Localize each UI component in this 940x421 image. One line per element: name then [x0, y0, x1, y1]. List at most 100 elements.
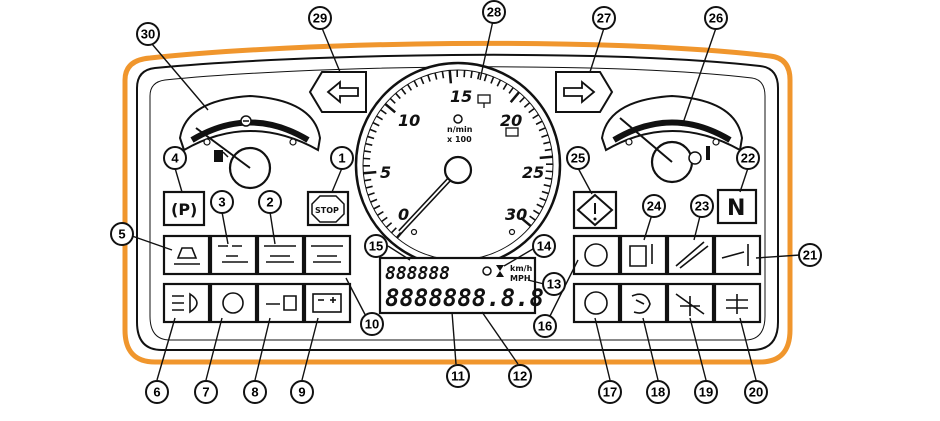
tach-tick	[380, 109, 387, 115]
tach-tick	[385, 222, 393, 228]
tach-tick	[395, 92, 401, 100]
tach-tick	[376, 115, 383, 121]
callout-circle-8	[243, 380, 267, 404]
callout-circle-17	[598, 380, 622, 404]
battery-icon	[312, 293, 342, 313]
tach-tick	[544, 177, 553, 180]
callout-number-8: 8	[251, 385, 258, 400]
callout-number-1: 1	[338, 151, 345, 166]
tach-tick	[509, 91, 521, 103]
callout-number-23: 23	[695, 199, 709, 214]
callout-circle-25	[566, 146, 590, 170]
callout-circle-3	[210, 190, 234, 214]
tach-tick	[533, 209, 540, 215]
tachometer-ticks	[362, 69, 554, 239]
tach-tick	[532, 113, 539, 120]
tach-label-5: 5	[380, 163, 391, 182]
tach-tick	[496, 79, 502, 87]
tach-tick	[400, 88, 407, 95]
lcd-display: 888888 8888888.8.8 km/h MPH	[378, 256, 544, 315]
callout-number-10: 10	[365, 317, 379, 332]
tach-tick	[372, 121, 380, 127]
tach-tick	[477, 72, 481, 80]
right-turn-indicator	[555, 71, 614, 113]
tach-tick	[367, 192, 375, 196]
callout-circle-14	[532, 234, 556, 258]
operator-presence-icon	[174, 247, 200, 265]
callout-number-7: 7	[202, 385, 209, 400]
callout-number-15: 15	[369, 239, 383, 254]
neutral-indicator: N	[716, 188, 758, 225]
hydraulic-oil-temp-icon	[629, 244, 653, 267]
callout-number-6: 6	[153, 385, 160, 400]
callout-circle-16	[533, 314, 557, 338]
tach-tick	[390, 227, 397, 234]
cluster-inner-bezel	[136, 53, 779, 351]
callout-circle-28	[482, 0, 506, 24]
tach-unit-line1: n/min	[447, 125, 473, 134]
engine-warning-icon	[477, 94, 491, 108]
callout-circle-12	[508, 364, 532, 388]
indicator-row-1-right	[572, 234, 762, 276]
callout-number-24: 24	[647, 199, 662, 214]
diff-lock-on-icon	[726, 294, 748, 314]
callout-number-17: 17	[603, 385, 617, 400]
callout-circle-10	[360, 312, 384, 336]
coolant-temperature-gauge	[600, 94, 744, 184]
callout-number-19: 19	[699, 385, 713, 400]
tachometer: 0 5 10 15 20 25 30 n/min x 100	[354, 61, 562, 269]
callout-number-25: 25	[571, 151, 585, 166]
callout-number-22: 22	[741, 151, 755, 166]
callout-circle-5	[110, 222, 134, 246]
fuel-pump-icon	[214, 150, 229, 162]
tach-label-20: 20	[500, 111, 522, 130]
tach-tick	[367, 135, 375, 140]
tach-tick	[544, 148, 552, 152]
pto-icon	[631, 293, 651, 314]
tach-label-15: 15	[450, 87, 472, 106]
tach-tick	[535, 120, 543, 126]
callout-leader-lines	[131, 15, 801, 381]
tach-tick	[541, 134, 549, 138]
tach-tick	[520, 216, 532, 228]
callout-number-29: 29	[313, 11, 327, 26]
lcd-bottom-digits: 8888888.8.8	[385, 284, 544, 312]
tach-tick	[536, 203, 544, 209]
stop-indicator: STOP	[306, 190, 350, 227]
callout-number-3: 3	[218, 195, 225, 210]
tach-tick	[543, 184, 551, 188]
tach-tick	[413, 80, 419, 88]
indicator-row-2-left	[162, 282, 352, 324]
tach-tick	[508, 87, 514, 94]
tractor-slow-icon	[266, 295, 297, 311]
callout-circle-29	[308, 6, 332, 30]
tach-tick	[538, 127, 546, 132]
callout-number-16: 16	[538, 319, 552, 334]
left-turn-indicator	[308, 71, 367, 113]
tach-tick	[483, 74, 488, 82]
tach-tick	[434, 72, 438, 80]
tach-tick	[365, 142, 373, 146]
callout-circle-23	[690, 194, 714, 218]
lcd-gear-icon	[482, 266, 492, 276]
engine-oil-pressure-icon	[584, 291, 608, 315]
tach-label-30: 30	[505, 205, 527, 224]
transmission-oil-temp-icon	[721, 244, 749, 266]
tach-label-25: 25	[522, 163, 544, 182]
callout-circle-21	[798, 243, 822, 267]
coolant-thermometer-icon	[688, 146, 710, 165]
tach-tick	[406, 84, 413, 91]
tach-tick	[384, 102, 396, 114]
callout-circle-15	[364, 234, 388, 258]
callout-number-26: 26	[709, 11, 723, 26]
tach-unit-line2: x 100	[447, 135, 472, 144]
engine-service-icon	[505, 127, 519, 137]
tach-tick	[381, 216, 388, 223]
callout-number-4: 4	[171, 151, 179, 166]
neutral-label: N	[727, 196, 745, 221]
callout-circle-27	[592, 6, 616, 30]
callout-circle-24	[642, 194, 666, 218]
tach-tick	[427, 74, 431, 82]
callout-circle-11	[446, 364, 470, 388]
